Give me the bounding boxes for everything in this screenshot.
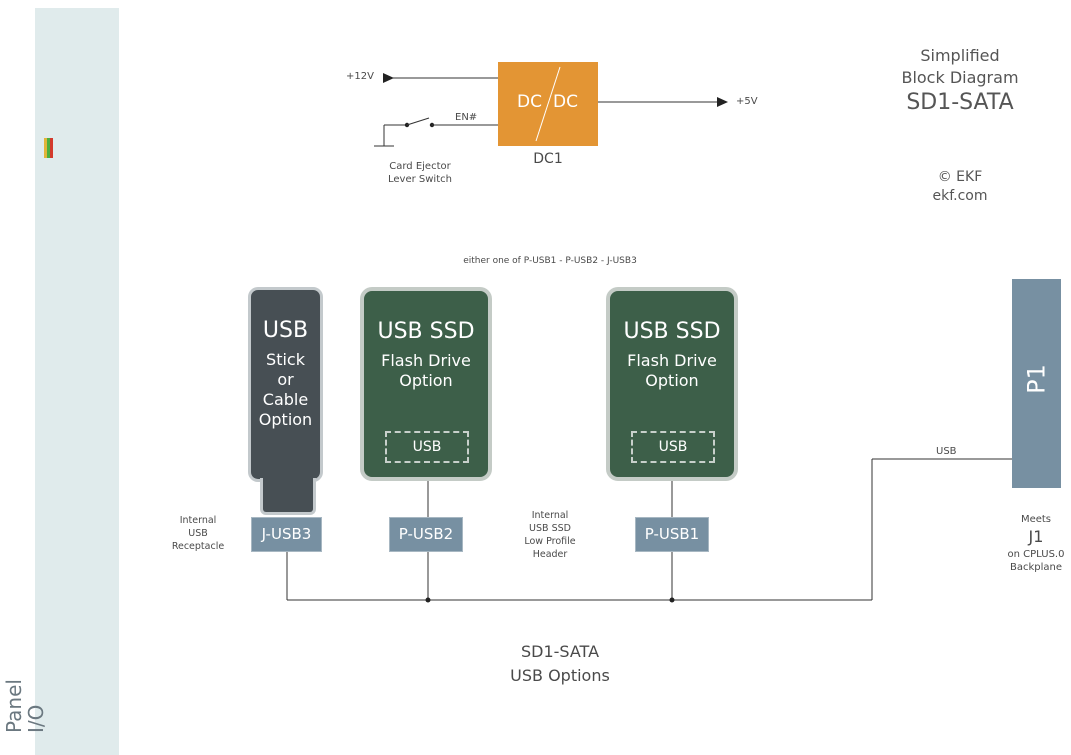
diagram-title-block: Simplified Block Diagram SD1-SATA (880, 45, 1040, 117)
diagram-title: SD1-SATA (906, 90, 1014, 115)
output-5v-label: +5V (736, 96, 758, 107)
usb-options-note: either one of P-USB1 - P-USB2 - J-USB3 (463, 256, 637, 266)
ssd2-title: USB SSD (377, 319, 475, 344)
dc-name: DC1 (533, 151, 563, 167)
arrow-5v (717, 97, 728, 107)
connector-p-usb1: P-USB1 (635, 517, 709, 552)
ssd1-title: USB SSD (623, 319, 721, 344)
dc-converter: DC DC (498, 62, 598, 146)
led-red (50, 138, 53, 158)
led-green (47, 138, 50, 158)
dc-input-label: DC (517, 92, 542, 112)
copyright-block: © EKF ekf.com (932, 169, 988, 204)
usb-bus-label: USB (936, 446, 957, 457)
usb-stick-plug (260, 478, 316, 515)
ssd1-usb-chip: USB (631, 431, 715, 463)
front-panel-sidebar: Front Panel I/O (0, 8, 119, 755)
usb-stick-title: USB (262, 318, 309, 343)
meets-label: Meets J1 on CPLUS.0 Backplane (1007, 514, 1065, 573)
p1-label: P1 (1022, 364, 1051, 394)
p1-connector: P1 (1012, 279, 1061, 488)
connector-j-usb3: J-USB3 (251, 517, 322, 552)
arrow-12v (383, 73, 394, 83)
input-12v-label: +12V (346, 71, 374, 82)
enable-label: EN# (455, 112, 478, 123)
ssd2-usb-chip: USB (385, 431, 469, 463)
dc-output-label: DC (553, 92, 578, 112)
connector-p-usb2: P-USB2 (389, 517, 463, 552)
led-yellow (44, 138, 47, 158)
